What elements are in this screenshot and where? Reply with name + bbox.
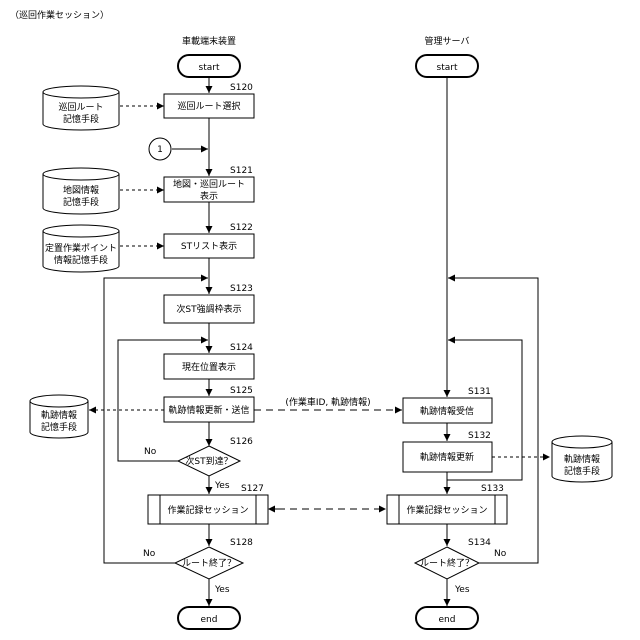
svg-text:S120: S120: [230, 83, 253, 93]
edge-label-no-s134: No: [494, 549, 507, 559]
edge-label-transmit: (作業車ID, 軌跡情報): [285, 396, 370, 408]
svg-text:作業記録セッション: 作業記録セッション: [406, 504, 487, 516]
svg-text:現在位置表示: 現在位置表示: [182, 361, 236, 373]
svg-text:S133: S133: [481, 484, 504, 494]
decision-s128: ルート終了？ S128: [175, 538, 253, 579]
svg-text:地図情報: 地図情報: [63, 184, 99, 196]
edge-label-yes-s126: Yes: [214, 481, 230, 491]
database-fixed-point-storage: 定置作業ポイント 情報記憶手段: [43, 225, 119, 272]
svg-text:記憶手段: 記憶手段: [41, 421, 77, 433]
svg-text:start: start: [437, 63, 458, 73]
database-track-storage-right: 軌跡情報 記憶手段: [552, 436, 612, 482]
svg-text:S134: S134: [468, 538, 491, 548]
database-track-storage-left: 軌跡情報 記憶手段: [30, 395, 88, 438]
svg-text:軌跡情報受信: 軌跡情報受信: [420, 405, 474, 417]
connector-circle: 1: [149, 138, 171, 160]
svg-text:記憶手段: 記憶手段: [564, 465, 600, 477]
svg-text:ルート終了？: ルート終了？: [420, 557, 474, 569]
svg-text:次ST強調枠表示: 次ST強調枠表示: [176, 303, 241, 315]
svg-text:S122: S122: [230, 223, 253, 233]
svg-text:S127: S127: [241, 484, 264, 494]
svg-text:1: 1: [157, 145, 163, 155]
svg-text:軌跡情報更新・送信: 軌跡情報更新・送信: [168, 404, 249, 416]
svg-text:S126: S126: [230, 437, 253, 447]
diagram-title: （巡回作業セッション）: [10, 9, 109, 21]
subprocess-s127: 作業記録セッション S127: [148, 484, 268, 524]
svg-text:巡回ルート選択: 巡回ルート選択: [177, 100, 240, 112]
svg-text:STリスト表示: STリスト表示: [181, 240, 237, 252]
svg-text:作業記録セッション: 作業記録セッション: [167, 504, 248, 516]
database-route-storage: 巡回ルート 記憶手段: [43, 86, 119, 130]
right-flow-lines: [447, 77, 538, 606]
edge-label-no-s126: No: [144, 447, 157, 457]
column-header-management-server: 管理サーバ: [425, 35, 470, 47]
left-end-terminal: end: [178, 607, 240, 629]
svg-text:end: end: [439, 615, 456, 625]
svg-text:S131: S131: [468, 387, 491, 397]
svg-text:S132: S132: [468, 431, 491, 441]
svg-text:start: start: [199, 63, 220, 73]
svg-text:ルート終了？: ルート終了？: [182, 557, 236, 569]
edge-label-yes-s128: Yes: [214, 585, 230, 595]
svg-text:定置作業ポイント: 定置作業ポイント: [45, 242, 117, 254]
decision-s134: ルート終了？ S134: [415, 538, 491, 579]
svg-text:記憶手段: 記憶手段: [63, 113, 99, 125]
svg-text:記憶手段: 記憶手段: [63, 196, 99, 208]
svg-text:軌跡情報: 軌跡情報: [564, 453, 600, 465]
right-end-terminal: end: [416, 607, 478, 629]
svg-text:巡回ルート: 巡回ルート: [58, 102, 103, 113]
right-start-terminal: start: [416, 55, 478, 77]
svg-text:S121: S121: [230, 166, 253, 176]
column-header-vehicle-terminal: 車載端末装置: [182, 35, 236, 47]
svg-text:S125: S125: [230, 386, 253, 396]
edge-label-no-s128: No: [143, 549, 156, 559]
svg-text:地図・巡回ルート: 地図・巡回ルート: [173, 178, 245, 190]
svg-text:end: end: [201, 615, 218, 625]
left-start-terminal: start: [178, 55, 240, 77]
svg-text:表示: 表示: [200, 190, 218, 202]
svg-text:情報記憶手段: 情報記憶手段: [54, 254, 108, 266]
database-map-storage: 地図情報 記憶手段: [43, 168, 119, 214]
svg-text:軌跡情報: 軌跡情報: [41, 409, 77, 421]
svg-text:軌跡情報更新: 軌跡情報更新: [420, 451, 474, 463]
edge-label-yes-s134: Yes: [454, 585, 470, 595]
svg-text:S124: S124: [230, 343, 253, 353]
decision-s126: 次ST到達？ S126: [178, 437, 253, 476]
svg-text:S128: S128: [230, 538, 253, 548]
svg-text:S123: S123: [230, 284, 253, 294]
svg-text:次ST到達？: 次ST到達？: [185, 455, 232, 467]
